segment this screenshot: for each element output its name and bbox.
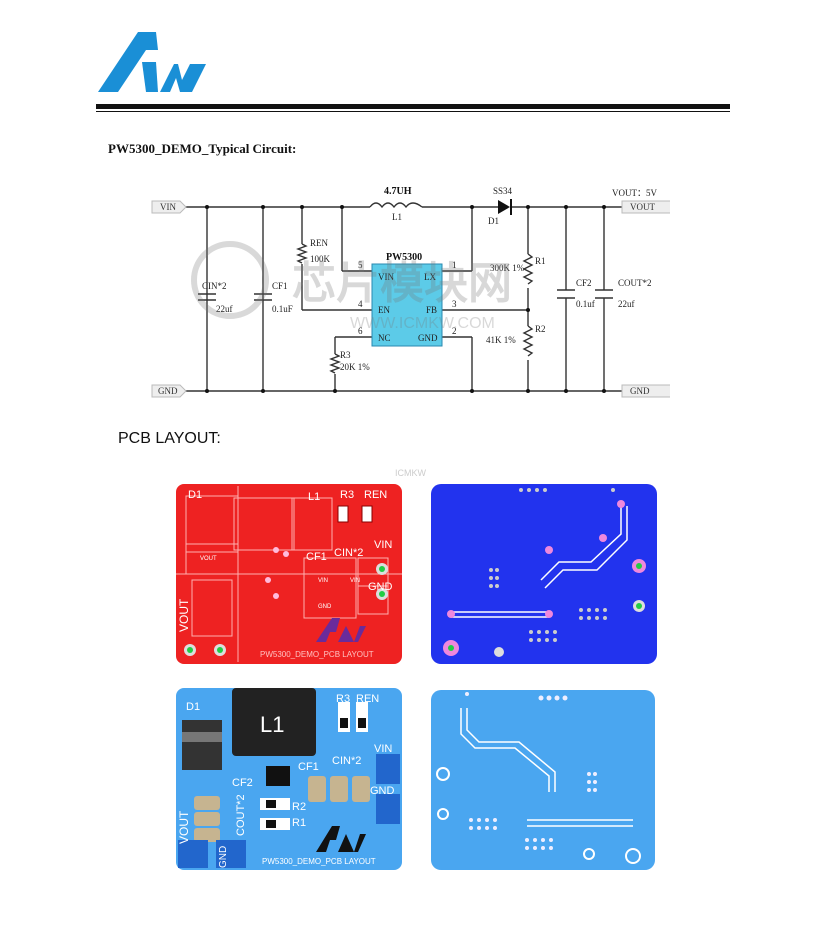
b1-footer: PW5300_DEMO_PCB LAYOUT bbox=[260, 650, 374, 659]
pin-gnd-label: GND bbox=[418, 333, 438, 343]
cf2-ref: CF2 bbox=[576, 278, 592, 288]
b3-r2: R2 bbox=[292, 801, 306, 813]
pin-nc-label: NC bbox=[378, 333, 391, 343]
b1-vin: VIN bbox=[374, 539, 392, 551]
cf1-value: 0.1uF bbox=[272, 304, 293, 314]
b3-gnd: GND bbox=[370, 785, 395, 797]
b3-ren: REN bbox=[356, 693, 379, 705]
r3-value: 20K 1% bbox=[340, 362, 370, 372]
pin-4: 4 bbox=[358, 299, 363, 309]
watermark-cn: 芯片模块网 bbox=[292, 258, 512, 309]
b3-cout: COUT*2 bbox=[235, 794, 247, 836]
b3-cf1: CF1 bbox=[298, 761, 319, 773]
header-rule-thick bbox=[96, 104, 730, 109]
small-watermark: ICMKW bbox=[395, 468, 426, 478]
b3-cf2: CF2 bbox=[232, 777, 253, 789]
b1-d1: D1 bbox=[188, 489, 202, 501]
circuit-heading: PW5300_DEMO_Typical Circuit: bbox=[108, 141, 297, 156]
inductor-value: 4.7UH bbox=[384, 186, 412, 197]
net-gnd-right-label: GND bbox=[630, 386, 650, 396]
b3-vout: VOUT bbox=[177, 810, 191, 844]
b3-d1: D1 bbox=[186, 701, 200, 713]
r1-ref: R1 bbox=[535, 256, 546, 266]
b3-gnd2: GND bbox=[218, 846, 229, 868]
cf2-value: 0.1uf bbox=[576, 299, 595, 309]
b3-cin: CIN*2 bbox=[332, 755, 361, 767]
net-vin-label: VIN bbox=[160, 202, 176, 212]
b1-gnd: GND bbox=[368, 581, 393, 593]
company-logo bbox=[98, 32, 206, 92]
b1-pad-gnd: GND bbox=[318, 604, 332, 610]
cout-ref: COUT*2 bbox=[618, 278, 652, 288]
pin-3: 3 bbox=[452, 299, 457, 309]
pin-lx-label: LX bbox=[424, 272, 436, 282]
r2-value: 41K 1% bbox=[486, 335, 516, 345]
cf1-ref: CF1 bbox=[272, 281, 288, 291]
r2-ref: R2 bbox=[535, 324, 546, 334]
pcb-bottom-copper bbox=[431, 484, 657, 664]
watermark-logo: 芯片模块网 WWW.ICMKW.COM bbox=[191, 241, 512, 332]
vout-spec-label: VOUT：5V bbox=[612, 188, 657, 198]
b3-vin: VIN bbox=[374, 743, 392, 755]
pin-en-label: EN bbox=[378, 305, 390, 315]
ic-name: PW5300 bbox=[386, 252, 422, 263]
cin-value: 22uf bbox=[216, 304, 233, 314]
net-gnd-left-label: GND bbox=[158, 386, 178, 396]
ren-value: 100K bbox=[310, 254, 331, 264]
schematic-diagram: VIN GND VOUT GND VOUT：5V PW5300 VIN LX E… bbox=[151, 186, 670, 398]
r3-ref: R3 bbox=[340, 350, 351, 360]
b1-cin: CIN*2 bbox=[334, 547, 363, 559]
diode-value: SS34 bbox=[493, 186, 513, 196]
header-rule-thin bbox=[96, 111, 730, 112]
ren-ref: REN bbox=[310, 238, 329, 248]
cout-value: 22uf bbox=[618, 299, 635, 309]
pcb-bottom-assembly bbox=[431, 690, 655, 870]
inductor-ref: L1 bbox=[392, 212, 402, 222]
b1-vout-small: VOUT bbox=[200, 556, 217, 562]
pcb-layout-title: PCB LAYOUT: bbox=[118, 430, 221, 447]
b3-footer: PW5300_DEMO_PCB LAYOUT bbox=[262, 857, 376, 866]
pcb-top-copper: D1 L1 R3 REN CF1 CIN*2 VIN GND VOUT VOUT… bbox=[176, 484, 402, 664]
diode-ref: D1 bbox=[488, 216, 499, 226]
b1-ren: REN bbox=[364, 489, 387, 501]
b1-pad-vin: VIN bbox=[318, 578, 328, 584]
net-vout-label: VOUT bbox=[630, 202, 655, 212]
b1-cf1: CF1 bbox=[306, 551, 327, 563]
b1-vout: VOUT bbox=[177, 598, 191, 632]
r1-value: 300K 1% bbox=[490, 263, 525, 273]
pin-fb-label: FB bbox=[426, 305, 437, 315]
b1-l1: L1 bbox=[308, 491, 320, 503]
b3-r3: R3 bbox=[336, 693, 350, 705]
pin-6: 6 bbox=[358, 326, 363, 336]
pin-2: 2 bbox=[452, 326, 457, 336]
b1-r3: R3 bbox=[340, 489, 354, 501]
b3-l1: L1 bbox=[260, 712, 284, 737]
b3-r1: R1 bbox=[292, 817, 306, 829]
pcb-top-assembly: D1 L1 R3 REN CF1 CF2 CIN*2 VIN GND R2 R1… bbox=[176, 688, 402, 870]
pin-vin-label: VIN bbox=[378, 272, 394, 282]
cin-ref: CIN*2 bbox=[202, 281, 227, 291]
b1-pad-vin2: VIN bbox=[350, 578, 360, 584]
watermark-url: WWW.ICMKW.COM bbox=[350, 315, 495, 332]
pin-1: 1 bbox=[452, 260, 457, 270]
pin-5: 5 bbox=[358, 260, 363, 270]
